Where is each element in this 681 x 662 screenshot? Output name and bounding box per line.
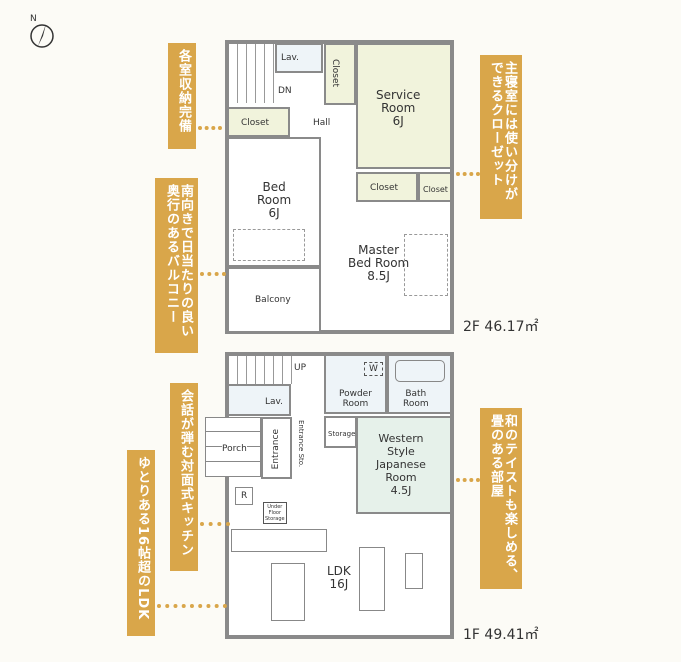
callout-leader [200,522,230,526]
kitchen-counter [231,529,327,552]
north-arrow-icon [30,24,54,48]
up-label: UP [294,363,307,373]
lavatory-1f: Lav. [227,384,291,416]
callout-ldk: ゆとりある16帖超のLDK [127,450,155,636]
porch: Porch [205,417,261,477]
balcony: Balcony [227,267,321,333]
callout-storage: 各室収納完備 [168,43,196,149]
callout-balcony: 南向きで日当たりの良い奥行のあるバルコニー [155,178,198,353]
down-label: DN [278,86,292,96]
callout-kitchen: 会話が弾む対面式キッチン [170,383,198,571]
lavatory-2f: Lav. [275,43,323,73]
bed-icon [233,229,305,261]
refrigerator-label: R [235,487,254,505]
service-room: Service Room 6J [356,43,452,169]
stairs-2f [229,44,275,103]
closet-master-2: Closet [418,172,452,202]
dining-table [271,563,305,621]
callout-leader [198,126,222,130]
storage: Storage [324,416,357,448]
closet-left-2f: Closet [227,107,290,137]
callout-leader [157,604,227,608]
callout-closet: 主寝室には使い分けができるクローゼット [480,55,522,219]
bed-icon [404,234,448,296]
entrance: Entrance [261,417,292,479]
bathtub-icon [395,360,445,382]
bed-room: Bed Room 6J [227,137,321,267]
japanese-room: Western Style Japanese Room 4.5J [356,416,452,514]
callout-tatami: 和のテイストも楽しめる、畳のある部屋 [480,408,522,589]
compass-label: N [30,14,37,24]
callout-leader [456,172,480,176]
washer-label: W [364,362,383,376]
coffee-table [405,553,423,589]
master-bed-room: Master Bed Room 8.5J [324,202,452,332]
callout-leader [200,272,226,276]
underfloor-storage-label: Under Floor Storage [263,502,287,524]
stairs-1f [229,356,292,384]
bath-room: Bath Room [387,354,452,414]
compass: N [28,14,58,50]
closet-vertical-2f: Closet [324,43,356,105]
floor1-area: 1F 49.41㎡ [463,627,539,643]
hall-label: Hall [313,118,331,128]
ldk: R Under Floor Storage LDK 16J [229,481,450,635]
entrance-storage-label: Entrance Sto. [297,420,305,468]
floor2-area: 2F 46.17㎡ [463,319,539,335]
closet-master-1: Closet [356,172,418,202]
sofa [359,547,385,611]
callout-leader [456,478,480,482]
